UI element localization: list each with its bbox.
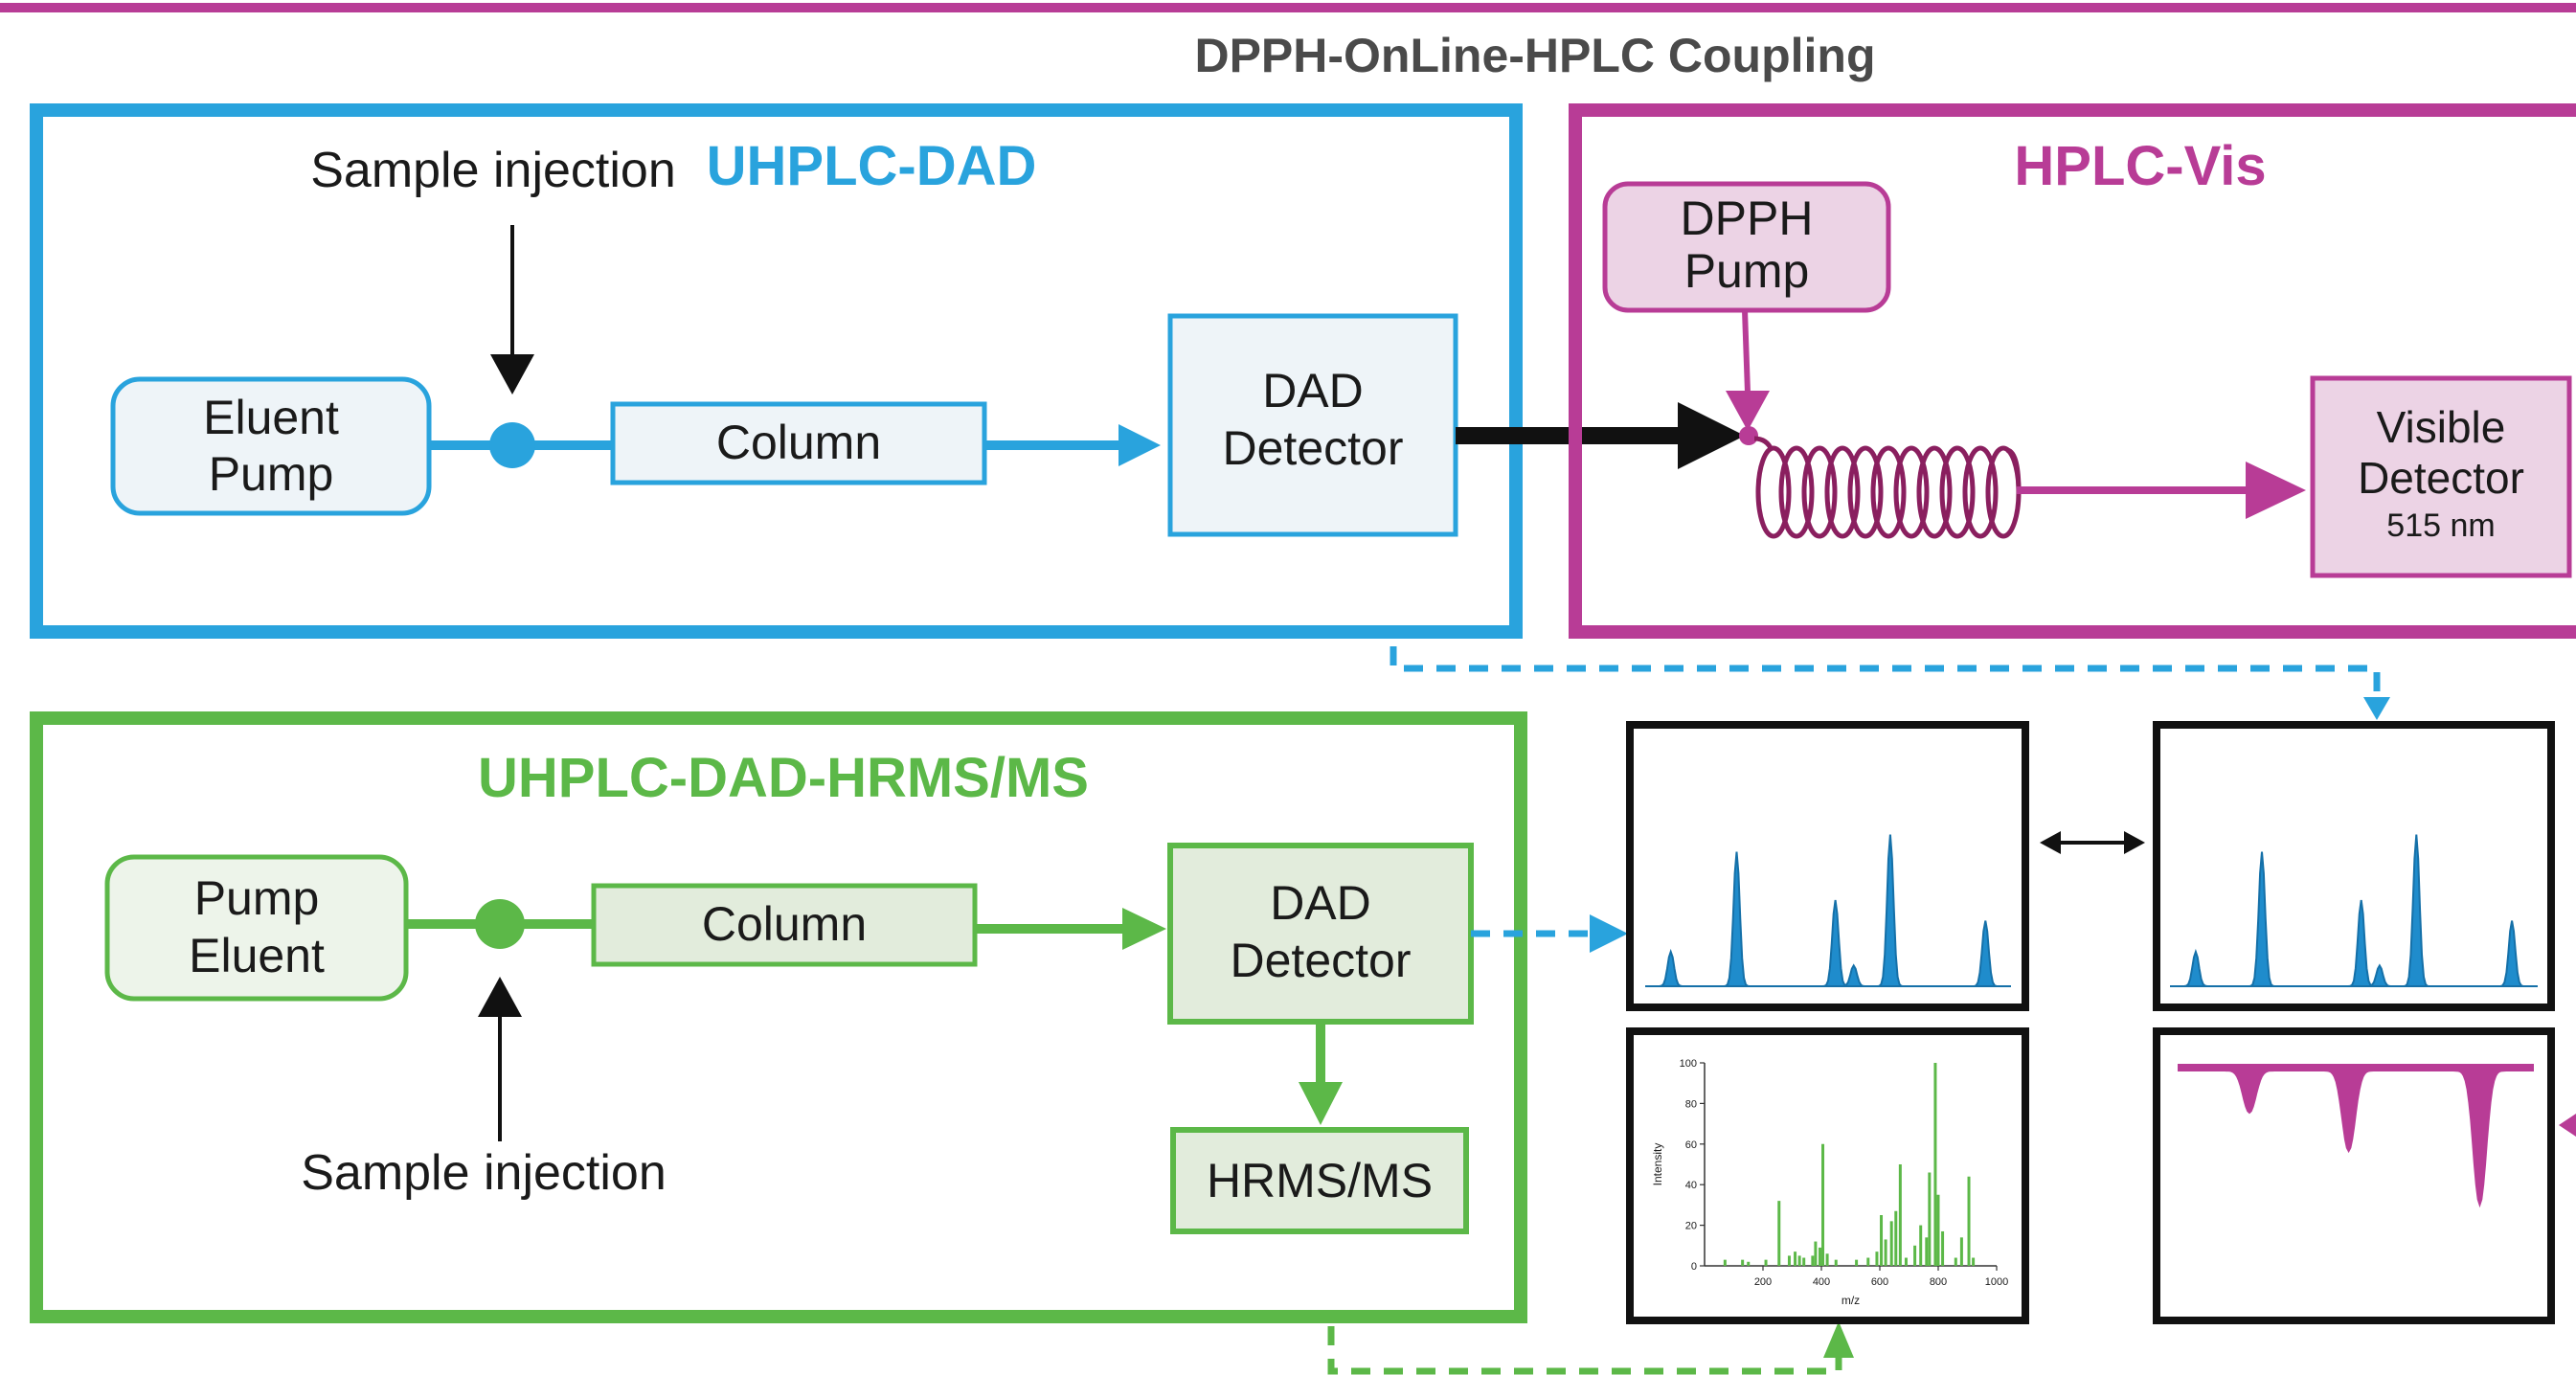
y-axis-label: Intensity [1651,1143,1664,1186]
visible-detector-label-2: Detector [2358,453,2524,503]
flow-arrow-head [2246,462,2306,519]
hrms-box [1170,1127,1469,1234]
dashed-connector-green [1327,1326,1842,1375]
chromatogram-2 [2170,834,2538,987]
dad-detector-box [1167,843,1474,1025]
visible-detector-label-1: Visible [2377,402,2506,452]
dpph-pump-label-1: DPPH [1681,192,1814,245]
dpph-chromatogram-panel [2153,1027,2555,1324]
visible-detector-box [2310,375,2572,578]
wavelength-label: 515 nm [2386,507,2495,544]
dpph-feed-arrow-head [1726,391,1770,431]
x-tick-label: 600 [1871,1276,1888,1288]
dpph-pump-label-2: Pump [1684,244,1810,298]
sample-injection-label: Sample injection [310,143,676,198]
transfer-arrow-head [1678,402,1745,469]
dad-detector-label-2: Detector [1231,934,1412,987]
dad-detector-label-1: DAD [1262,364,1364,417]
x-tick-label: 400 [1813,1276,1830,1288]
column-box [591,883,978,967]
x-tick-label: 200 [1754,1276,1772,1288]
y-tick-label: 60 [1685,1139,1697,1151]
uhplc-dad-panel: UHPLC-DAD Sample injection Eluent Pump C… [30,103,1523,639]
reaction-coil [1753,436,2022,539]
pump-eluent-label-2: Eluent [189,929,325,982]
dpph-trace [2178,1064,2534,1208]
mixing-tee [1739,426,1758,445]
compare-arrow [2040,831,2145,854]
y-tick-label: 20 [1685,1221,1697,1232]
injection-arrow-head [478,977,522,1017]
hplc-vis-heading: HPLC-Vis [2014,135,2266,197]
column-label: Column [716,416,881,469]
y-tick-label: 80 [1685,1098,1697,1110]
x-axis-label: m/z [1842,1294,1860,1307]
injection-arrow-head [490,354,534,395]
ms-spectrum: 0 20 40 60 80 100 200 400 600 800 1000 m/z Intensity [1651,1058,2008,1307]
injection-valve [489,422,535,468]
sample-injection-label: Sample injection [301,1145,667,1201]
hrms-panel: UHPLC-DAD-HRMS/MS Pump Eluent Column DAD… [30,711,1527,1323]
ms-spectrum-panel: 0 20 40 60 80 100 200 400 600 800 1000 m/z Intensity [1626,1027,2029,1324]
x-tick-label: 800 [1930,1276,1947,1288]
dad-detector-box [1167,313,1458,537]
pump-eluent-label-1: Pump [194,871,320,925]
chromatogram-trace [1645,834,2011,987]
dashed-connector-green-head [1823,1321,1854,1358]
x-tick-label: 1000 [1985,1276,2008,1288]
eluent-pump-label-1: Eluent [203,391,339,444]
hrms-label: HRMS/MS [1207,1154,1433,1207]
eluent-pump-label-2: Pump [209,447,334,501]
chromatogram-panel-1 [1626,721,2029,1011]
hplc-vis-panel: HPLC-Vis DPPH Pump Vis [1569,103,2576,639]
y-tick-label: 0 [1691,1261,1697,1273]
chromatogram-1 [1645,834,2011,987]
flow-arrow-head [1122,908,1166,950]
dpph-feed-line [1742,309,1751,394]
dad-detector-label-2: Detector [1223,421,1404,475]
y-tick-label: 100 [1680,1058,1697,1070]
chromatogram-panel-2 [2153,721,2555,1011]
dad-detector-label-1: DAD [1270,876,1371,930]
y-tick-label: 40 [1685,1180,1697,1191]
flow-arrow-head [1299,1082,1343,1125]
dpph-chromatogram [2178,1064,2534,1208]
dashed-connector-blue-head [2363,697,2390,720]
column-box [610,401,987,485]
chromatogram-trace [2170,834,2538,987]
dashed-connector-blue [1390,646,2381,699]
page-title: DPPH-OnLine-HPLC Coupling [1194,29,1875,82]
dashed-connector-blue-head [1590,914,1628,953]
hrms-heading: UHPLC-DAD-HRMS/MS [478,747,1089,809]
uhplc-dad-heading: UHPLC-DAD [707,135,1037,197]
column-label: Column [702,897,867,951]
flow-arrow-head [1119,424,1161,466]
injection-valve [475,899,525,949]
magenta-arrow-tip [2559,1114,2576,1137]
